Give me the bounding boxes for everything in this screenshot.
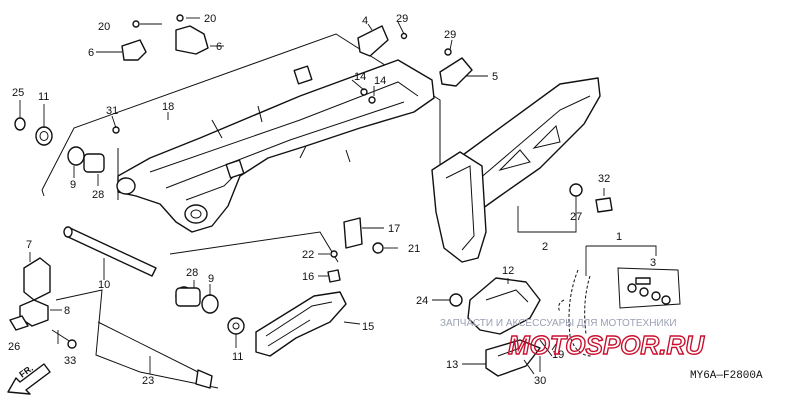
callout-31: 31: [106, 105, 118, 117]
callout-24: 24: [416, 295, 428, 307]
callout-11a: 11: [38, 91, 49, 103]
callout-9a: 9: [70, 179, 76, 191]
cable-clamps: [121, 14, 473, 104]
callout-19: 19: [552, 349, 564, 361]
chain-guard: [431, 77, 601, 263]
leader-lines: [19, 17, 657, 374]
callout-14a: 14: [354, 71, 366, 83]
callout-32: 32: [598, 173, 610, 185]
callout-1: 1: [616, 231, 622, 243]
watermark-text: ЗАПЧАСТИ И АКСЕССУАРЫ ДЛЯ МОТОТЕХНИКИ: [440, 318, 677, 329]
callout-18: 18: [162, 101, 174, 113]
front-direction-arrow: FR.: [7, 363, 51, 395]
callout-14b: 14: [374, 75, 386, 87]
callout-23: 23: [142, 375, 154, 387]
callout-29a: 29: [396, 13, 408, 25]
drive-chain: [558, 269, 593, 357]
callout-3: 3: [650, 257, 656, 269]
callout-6b: 6: [216, 41, 222, 53]
callout-10: 10: [98, 279, 110, 291]
chain-guide: [467, 277, 541, 377]
callout-13: 13: [446, 359, 458, 371]
watermark-logo: MOTOSPOR.RU: [508, 330, 705, 360]
callout-5: 5: [492, 71, 498, 83]
left-hardware: [9, 257, 77, 349]
callout-8: 8: [64, 305, 70, 317]
pivot-bolt: [97, 321, 213, 389]
callout-20a: 20: [98, 21, 110, 33]
callout-28b: 28: [186, 267, 198, 279]
callout-26: 26: [8, 341, 20, 353]
callout-15: 15: [362, 321, 374, 333]
callout-21: 21: [408, 243, 420, 255]
chain-joint-set: [617, 267, 681, 309]
callout-12: 12: [502, 265, 514, 277]
callout-4: 4: [362, 15, 368, 27]
callout-16: 16: [302, 271, 314, 283]
callout-30: 30: [534, 375, 546, 387]
callout-numbers: 1 2 3 4 5 6 6 7 8 9 9 10 11 11 12 13 14 …: [8, 13, 656, 387]
callout-9b: 9: [208, 273, 214, 285]
callout-11b: 11: [232, 351, 243, 363]
callout-25: 25: [12, 87, 24, 99]
watermark: ЗАПЧАСТИ И АКСЕССУАРЫ ДЛЯ МОТОТЕХНИКИ MO…: [440, 318, 706, 361]
chain-slider: [255, 291, 347, 357]
callout-33: 33: [64, 355, 76, 367]
fasteners: [112, 126, 613, 375]
callout-22: 22: [302, 249, 314, 261]
callout-17: 17: [388, 223, 400, 235]
callout-7: 7: [26, 239, 32, 251]
pivot-bearings: [14, 117, 245, 335]
callout-29b: 29: [444, 29, 456, 41]
callout-28a: 28: [92, 189, 104, 201]
callout-20b: 20: [204, 13, 216, 25]
callout-27: 27: [570, 211, 582, 223]
pivot-shaft: [63, 226, 157, 277]
callout-6a: 6: [88, 47, 94, 59]
swingarm: [116, 59, 435, 233]
callout-2: 2: [542, 241, 548, 253]
drawing-code: MY6A—F2800A: [690, 370, 763, 382]
